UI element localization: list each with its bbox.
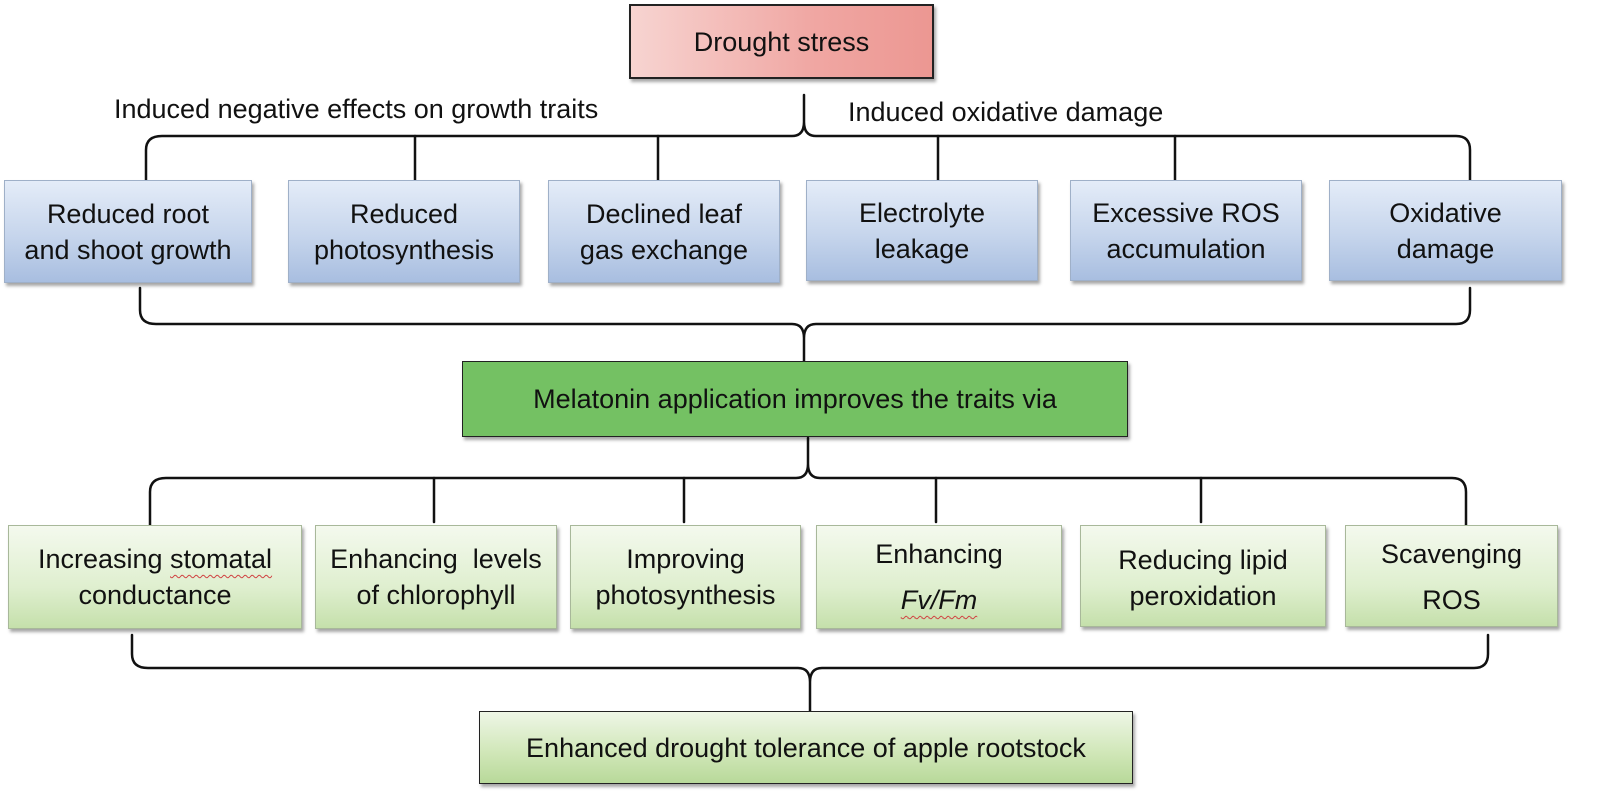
mechanism-box-stomatal-conductance: Increasing stomatal conductance (8, 525, 302, 629)
effect-line1: Electrolyte (858, 197, 986, 228)
drought-tolerance-label: Enhanced drought tolerance of apple root… (526, 732, 1086, 763)
effect-box-root-shoot-growth: Reduced root and shoot growth (4, 180, 252, 283)
effect-box-oxidative-damage: Oxidative damage (1329, 180, 1562, 281)
mechanism-line1: Increasing stomatal (38, 541, 272, 577)
effect-line2: photosynthesis (313, 234, 495, 265)
drought-tolerance-box: Enhanced drought tolerance of apple root… (479, 711, 1133, 784)
mechanism-box-chlorophyll: Enhancing levels of chlorophyll (315, 525, 557, 629)
mechanism-line2: peroxidation (1129, 581, 1277, 611)
mechanism-line1-text: Increasing (37, 544, 171, 574)
branch-label-growth: Induced negative effects on growth trait… (114, 94, 599, 124)
mechanism-box-scavenging-ros: Scavenging ROS (1345, 525, 1558, 627)
brace-effects-to-melatonin (138, 286, 1472, 364)
mechanism-line1: Scavenging (1380, 539, 1523, 569)
mechanism-line2: photosynthesis (595, 580, 776, 610)
effect-line2: leakage (874, 233, 970, 264)
mechanism-line2: Fv/Fm (900, 585, 978, 615)
effect-line1: Declined leaf (585, 198, 743, 229)
effect-line1: Reduced root (46, 198, 210, 229)
mechanism-line1-term: stomatal (170, 544, 273, 574)
mechanism-line1: Reducing lipid (1118, 545, 1288, 575)
drought-stress-label: Drought stress (693, 26, 870, 57)
mechanism-line1: Enhancing (875, 539, 1003, 569)
mechanism-line1: Improving (626, 544, 745, 574)
mechanism-line2: conductance (78, 580, 232, 610)
mechanism-line2: of chlorophyll (356, 580, 516, 610)
drought-stress-box: Drought stress (629, 4, 934, 79)
effect-box-photosynthesis: Reduced photosynthesis (288, 180, 520, 283)
brace-melatonin-to-mechanisms (148, 436, 1468, 527)
effect-line1: Reduced (349, 198, 459, 229)
mechanism-box-fvfm: Enhancing Fv/Fm (816, 525, 1062, 629)
effect-line2: accumulation (1106, 233, 1266, 264)
mechanism-line2: ROS (1422, 585, 1481, 615)
effect-line1: Excessive ROS (1092, 197, 1280, 228)
branch-label-oxidative: Induced oxidative damage (848, 97, 1164, 127)
effect-line2: damage (1396, 233, 1495, 264)
effect-line2: gas exchange (579, 234, 749, 265)
effect-box-gas-exchange: Declined leaf gas exchange (548, 180, 780, 283)
brace-mechanisms-to-tolerance (130, 633, 1490, 714)
effect-box-ros-accumulation: Excessive ROS accumulation (1070, 180, 1302, 281)
effect-line1: Oxidative (1389, 197, 1502, 228)
mechanism-box-photosynthesis: Improving photosynthesis (570, 525, 801, 629)
effect-line2: and shoot growth (24, 234, 232, 265)
brace-drought-to-effects (144, 93, 1472, 182)
melatonin-application-box: Melatonin application improves the trait… (462, 361, 1128, 437)
effect-box-electrolyte-leakage: Electrolyte leakage (806, 180, 1038, 281)
mechanism-box-lipid-peroxidation: Reducing lipid peroxidation (1080, 525, 1326, 627)
melatonin-label: Melatonin application improves the trait… (533, 384, 1057, 414)
mechanism-line1: Enhancing levels (330, 544, 542, 574)
